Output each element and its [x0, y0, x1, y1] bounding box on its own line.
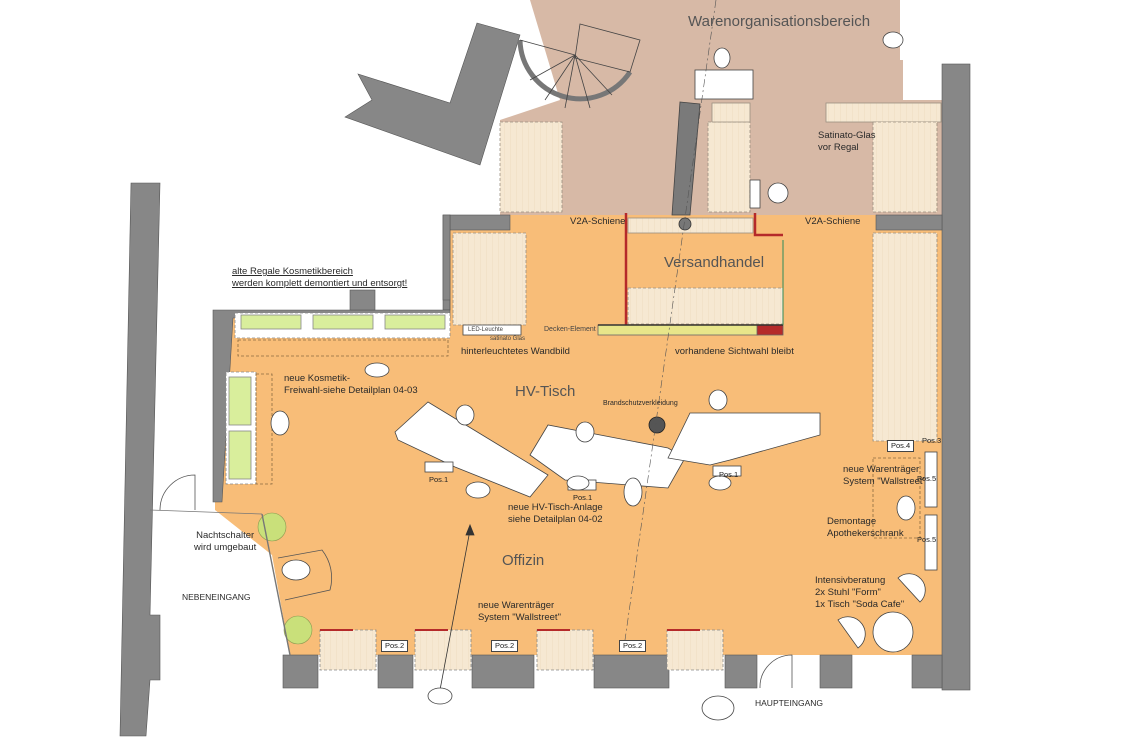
arrow-line: [439, 523, 475, 691]
partition-lines: [598, 213, 784, 326]
room-label-hv-tisch: HV-Tisch: [515, 383, 576, 400]
label-line: Apothekerschrank: [827, 528, 904, 539]
position-marker: Pos.2: [491, 640, 519, 652]
label-nachtschalter: Nachtschalter wird umgebaut: [194, 530, 256, 554]
position-marker: Pos.5: [917, 474, 937, 483]
plants: [257, 512, 313, 645]
label-warentraeger-bottom: neue Warenträger System "Wallstreet": [478, 600, 561, 624]
label-satinato-glas: Satinato-Glas vor Regal: [818, 130, 876, 154]
label-v2a-schiene-right: V2A-Schiene: [805, 216, 861, 227]
room-label-warenorganisation: Warenorganisationsbereich: [688, 13, 871, 30]
position-marker: Pos.2: [619, 640, 647, 652]
label-satinato-small: satinato Glas: [490, 336, 526, 342]
people-figures: [270, 31, 916, 721]
label-line: vor Regal: [818, 142, 859, 153]
label-nebeneingang: NEBENEINGANG: [182, 592, 251, 602]
position-marker: Pos.4: [887, 440, 915, 452]
label-intensivberatung: Intensivberatung 2x Stuhl "Form" 1x Tisc…: [815, 575, 904, 611]
label-hinterleuchtetes-wandbild: hinterleuchtetes Wandbild: [461, 346, 570, 357]
walls: [119, 22, 971, 737]
position-marker: Pos.3: [922, 436, 942, 445]
sight-lines: [624, 0, 717, 641]
label-kosmetik-freiwahl: neue Kosmetik- Freiwahl-siehe Detailplan…: [284, 373, 418, 397]
label-v2a-schiene-left: V2A-Schiene: [570, 216, 626, 227]
label-line: 1x Tisch "Soda Cafe": [815, 599, 905, 610]
spiral-staircase: [517, 23, 641, 109]
label-line: neue HV-Tisch-Anlage: [508, 502, 603, 513]
label-line: Intensivberatung: [815, 575, 886, 586]
position-marker: Pos.5: [917, 535, 937, 544]
label-line: 2x Stuhl "Form": [815, 587, 881, 598]
label-vorhandene-sichtwahl: vorhandene Sichtwahl bleibt: [675, 346, 794, 357]
label-line: Satinato-Glas: [818, 130, 876, 141]
position-marker: Pos.1: [719, 470, 739, 479]
label-warentraeger-right: neue Warenträger System "Wallstreet": [843, 464, 926, 488]
kosmetik-shelves: [225, 312, 451, 485]
storage-shelves: [499, 69, 942, 216]
label-line: siehe Detailplan 04-02: [508, 514, 603, 525]
doors: [149, 474, 793, 689]
label-demontage: Demontage Apothekerschrank: [827, 516, 904, 540]
label-alte-regale: alte Regale Kosmetikbereich werden kompl…: [232, 266, 407, 290]
position-marker: Pos.2: [381, 640, 409, 652]
label-brandschutz: Brandschutzverkleidung: [603, 400, 678, 407]
label-line: Nachtschalter: [196, 530, 255, 541]
label-line: System "Wallstreet": [478, 612, 561, 623]
label-hv-anlage: neue HV-Tisch-Anlage siehe Detailplan 04…: [508, 502, 603, 526]
label-line: neue Warenträger: [843, 464, 920, 475]
room-label-versandhandel: Versandhandel: [664, 254, 765, 271]
right-racks: [872, 451, 938, 571]
room-label-offizin: Offizin: [502, 552, 545, 569]
label-haupteingang: HAUPTEINGANG: [755, 698, 824, 708]
label-line: alte Regale Kosmetikbereich: [232, 266, 353, 277]
label-line: neue Kosmetik-: [284, 373, 351, 384]
position-marker: Pos.1: [573, 493, 593, 502]
label-line: System "Wallstreet": [843, 476, 926, 487]
label-line: Demontage: [827, 516, 877, 527]
label-line: Freiwahl-siehe Detailplan 04-03: [284, 385, 418, 396]
label-led-leuchte: LED-Leuchte: [468, 327, 504, 333]
hv-counters: [394, 401, 821, 498]
label-line: neue Warenträger: [478, 600, 555, 611]
window-racks: [319, 629, 724, 671]
label-line: werden komplett demontiert und entsorgt!: [232, 278, 408, 289]
label-line: wird umgebaut: [194, 542, 257, 553]
label-decken-element: Decken-Element: [544, 326, 596, 333]
position-marker: Pos.1: [429, 475, 449, 484]
sales-shelves: [452, 217, 938, 442]
consultation-furniture: [837, 573, 926, 653]
